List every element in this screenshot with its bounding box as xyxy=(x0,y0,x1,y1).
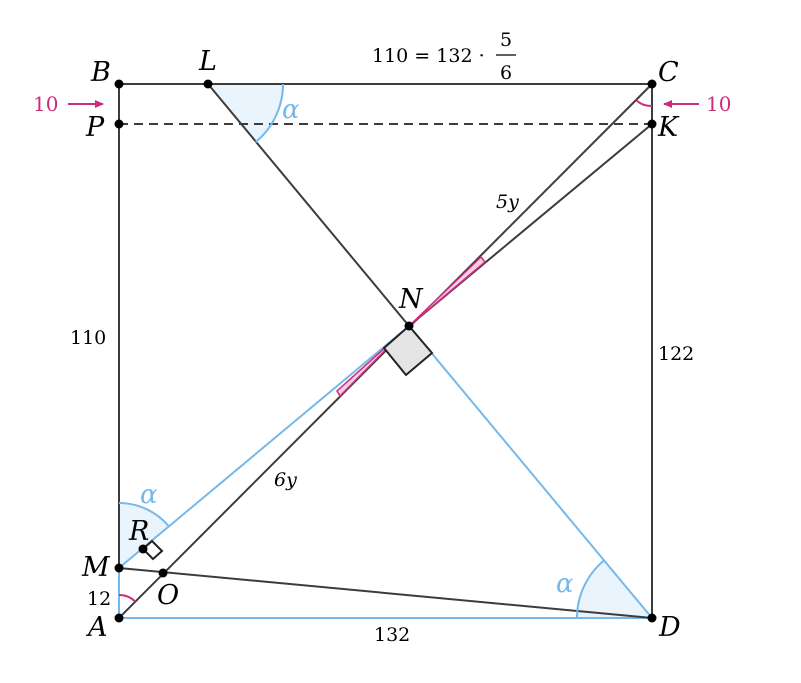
point-B xyxy=(114,79,124,89)
right-angle-mark-R xyxy=(141,539,164,561)
label-left-side: 110 xyxy=(70,327,106,349)
label-point-D: D xyxy=(658,612,681,643)
segment-MN xyxy=(118,325,410,569)
angle-alpha-D-fill xyxy=(577,560,652,618)
angle-alpha-D-arc xyxy=(576,559,606,619)
label-bottom-side: 132 xyxy=(374,624,410,646)
point-R xyxy=(138,544,148,554)
label-alpha-D: α xyxy=(556,569,574,599)
angle-mark-C xyxy=(635,99,653,107)
label-point-C: C xyxy=(658,57,679,88)
label-point-K: K xyxy=(657,112,680,143)
label-alpha-L: α xyxy=(282,95,300,125)
point-A xyxy=(114,613,124,623)
point-O xyxy=(158,568,168,578)
label-point-P: P xyxy=(85,112,105,143)
label-right-side: 122 xyxy=(658,343,694,365)
label-point-M: M xyxy=(81,552,111,583)
angle-alpha-M-fill xyxy=(119,503,169,568)
label-point-N: N xyxy=(398,284,424,315)
point-K xyxy=(647,119,657,129)
angle-alpha-L-fill xyxy=(208,84,284,143)
label-top-fraction-den: 6 xyxy=(500,62,512,84)
angle-alpha-M-arc xyxy=(118,502,170,527)
segment-LN xyxy=(207,83,410,327)
label-point-O: O xyxy=(157,580,179,611)
label-shift-left: 10 xyxy=(33,92,58,116)
label-cn-length: 5y xyxy=(496,191,519,213)
point-L xyxy=(203,79,213,89)
label-point-R: R xyxy=(128,516,149,547)
label-top-equation: 110 = 132 · xyxy=(372,45,485,67)
point-M xyxy=(114,563,124,573)
point-D xyxy=(647,613,657,623)
label-am-length: 12 xyxy=(87,588,111,610)
point-P xyxy=(114,119,124,129)
angle-alpha-L-arc xyxy=(254,83,285,143)
point-C xyxy=(647,79,657,89)
label-shift-right: 10 xyxy=(706,92,731,116)
label-no-length: 6y xyxy=(274,469,297,491)
segment-ND xyxy=(408,325,653,619)
angle-mark-A xyxy=(118,593,137,603)
label-point-A: A xyxy=(85,612,108,643)
point-N xyxy=(404,321,414,331)
label-top-fraction-num: 5 xyxy=(500,29,512,51)
sliver-near-N-upper xyxy=(408,255,487,327)
label-point-L: L xyxy=(198,46,217,77)
label-point-B: B xyxy=(90,57,111,88)
right-angle-mark-N xyxy=(382,324,434,377)
segment-MD xyxy=(118,567,653,619)
label-alpha-M: α xyxy=(140,480,158,510)
